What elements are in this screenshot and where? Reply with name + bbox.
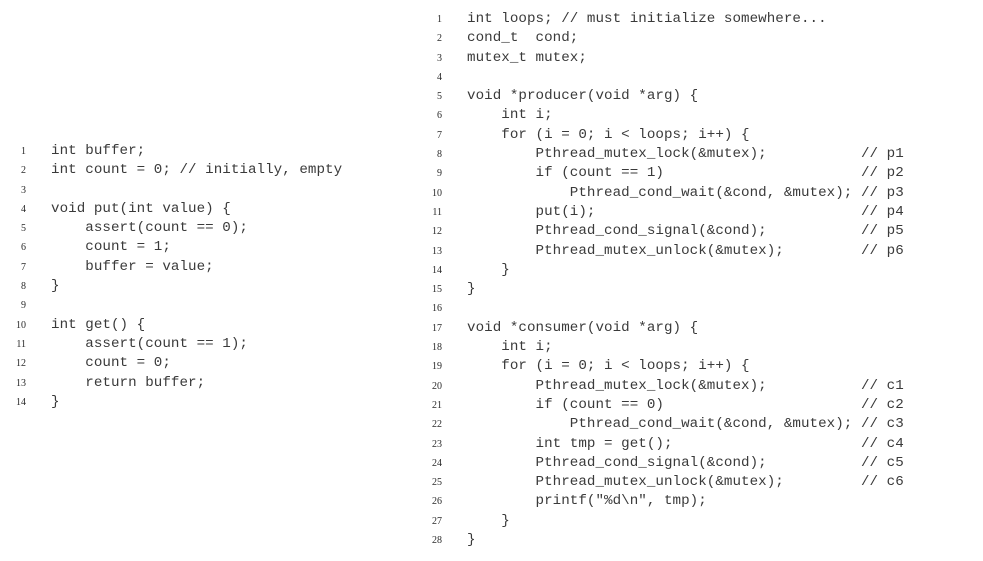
line-number: 10 [432,187,442,199]
code-text: printf("%d\n", tmp); [467,493,707,510]
line-number: 12 [16,358,26,370]
code-text: Pthread_mutex_lock(&mutex); // p1 [467,146,904,163]
line-number: 4 [437,71,442,83]
line-number: 6 [437,110,442,122]
code-text: if (count == 0) // c2 [467,396,904,413]
line-number: 6 [21,242,26,254]
line-number: 13 [432,245,442,257]
line-number: 11 [16,338,26,350]
line-number: 7 [437,129,442,141]
code-text: void *producer(void *arg) { [467,88,699,105]
code-text: Pthread_cond_signal(&cond); // c5 [467,454,904,471]
code-text: int tmp = get(); // c4 [467,435,904,452]
line-number: 9 [437,168,442,180]
line-number: 23 [432,438,442,450]
line-number: 26 [432,496,442,508]
line-number: 3 [437,52,442,64]
code-text: void put(int value) { [51,200,231,217]
line-number: 10 [16,319,26,331]
code-text: Pthread_cond_signal(&cond); // p5 [467,223,904,240]
code-text: int i; [467,339,553,356]
code-text: int get() { [51,316,146,333]
code-text: mutex_t mutex; [467,49,587,66]
code-text: if (count == 1) // p2 [467,165,904,182]
line-number: 9 [21,300,26,312]
code-text: for (i = 0; i < loops; i++) { [467,358,750,375]
code-text: void *consumer(void *arg) { [467,319,699,336]
line-number: 3 [21,184,26,196]
line-number: 15 [432,284,442,296]
line-number: 8 [437,149,442,161]
line-number: 1 [437,14,442,25]
code-text: count = 0; [51,355,171,372]
line-number: 7 [21,261,26,273]
code-text: } [467,281,476,298]
line-number: 19 [432,361,442,373]
line-number: 14 [16,396,26,408]
line-number: 2 [21,165,26,177]
line-number: 16 [432,303,442,315]
line-number: 2 [437,33,442,45]
code-text: count = 1; [51,239,171,256]
line-number: 1 [21,146,26,157]
line-number: 17 [432,322,442,334]
code-text: buffer = value; [51,258,214,275]
code-text: Pthread_mutex_unlock(&mutex); // c6 [467,474,904,491]
code-text: } [51,393,60,410]
line-number: 28 [432,535,442,547]
code-text: Pthread_cond_wait(&cond, &mutex); // c3 [467,416,904,433]
line-number: 14 [432,264,442,276]
line-number: 4 [21,203,26,215]
line-number: 27 [432,515,442,527]
line-number: 8 [21,281,26,293]
line-number: 20 [432,380,442,392]
code-text: assert(count == 0); [51,220,248,237]
code-text: } [51,278,60,295]
line-number: 5 [21,223,26,235]
code-text: Pthread_mutex_lock(&mutex); // c1 [467,377,904,394]
code-text: int count = 0; // initially, empty [51,162,343,179]
line-number: 22 [432,419,442,431]
code-text: } [467,532,476,549]
line-number: 21 [432,399,442,411]
line-number: 18 [432,342,442,354]
code-text: Pthread_mutex_unlock(&mutex); // p6 [467,242,904,259]
code-text: assert(count == 1); [51,335,248,352]
code-text: } [467,261,510,278]
code-text: Pthread_cond_wait(&cond, &mutex); // p3 [467,184,904,201]
code-text: int i; [467,107,553,124]
line-number: 13 [16,377,26,389]
code-text: } [467,512,510,529]
line-number: 24 [432,457,442,469]
code-text: int loops; // must initialize somewhere.… [467,11,827,27]
line-number: 5 [437,91,442,103]
line-number: 12 [432,226,442,238]
line-number: 11 [432,206,442,218]
code-text: int buffer; [51,143,146,159]
code-text: for (i = 0; i < loops; i++) { [467,126,750,143]
code-text: return buffer; [51,374,206,391]
line-number: 25 [432,477,442,489]
code-text: cond_t cond; [467,30,579,47]
code-text: put(i); // p4 [467,203,904,220]
